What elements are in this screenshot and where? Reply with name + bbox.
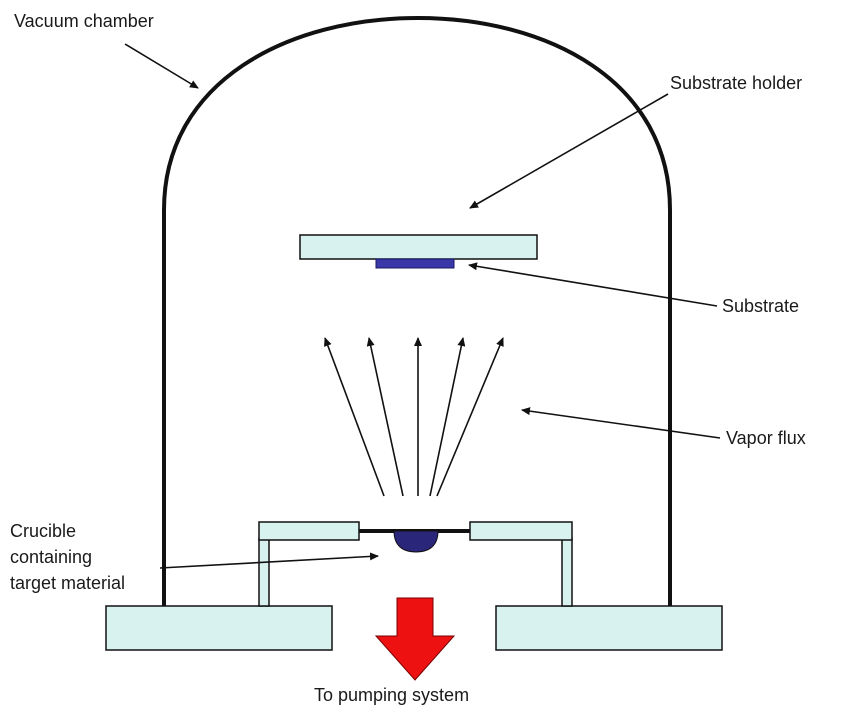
- target-material: [393, 530, 439, 553]
- label-substrate: Substrate: [722, 296, 800, 316]
- base-plate-right: [495, 605, 723, 651]
- vapor-flux-arrows: [324, 337, 504, 497]
- label-substrate-holder: Substrate holder: [670, 73, 803, 93]
- support-post-right: [561, 537, 573, 607]
- label-crucible-line-3: target material: [10, 573, 126, 593]
- vapor-arrow-2: [366, 337, 404, 497]
- label-vacuum-chamber: Vacuum chamber: [14, 11, 154, 31]
- label-crucible-line-2: containing: [10, 547, 93, 567]
- label-pointers: [124, 43, 721, 569]
- support-post-left: [258, 537, 270, 607]
- pointer-crucible: [159, 552, 379, 569]
- label-vapor-flux: Vapor flux: [726, 428, 806, 448]
- pointer-substrate: [468, 262, 718, 307]
- support-arm-left: [258, 521, 360, 541]
- substrate-holder: [299, 234, 538, 260]
- pointer-substrate-holder: [469, 93, 669, 209]
- pointer-vacuum-chamber: [124, 43, 199, 89]
- vacuum-chamber-dome: [162, 15, 672, 606]
- vapor-arrow-4: [429, 337, 466, 497]
- base-plate-left: [105, 605, 333, 651]
- vapor-arrow-5: [436, 337, 504, 497]
- label-pumping-system: To pumping system: [314, 685, 470, 705]
- label-crucible: Crucible containing target material: [10, 518, 125, 596]
- pointer-vapor-flux: [521, 407, 721, 439]
- pumping-arrow: [374, 597, 456, 681]
- label-crucible-line-1: Crucible: [10, 521, 77, 541]
- vapor-arrow-1: [324, 337, 385, 497]
- substrate: [375, 258, 455, 269]
- support-arm-right: [469, 521, 573, 541]
